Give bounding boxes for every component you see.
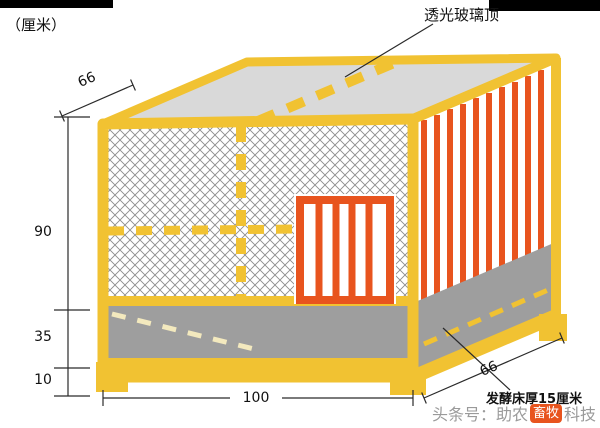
dimension-lines	[54, 79, 565, 406]
watermark-prefix: 头条号：助农	[431, 405, 528, 424]
dimension-front-width: 100	[230, 390, 282, 406]
watermark-suffix: 科技	[563, 405, 596, 424]
bed-leader-line	[442, 327, 511, 391]
front-bed-panel	[103, 303, 413, 360]
right-side-bars	[421, 70, 544, 301]
top-left-black-bar	[0, 0, 113, 8]
front-face	[97, 113, 419, 383]
dimension-leg-height: 10	[34, 372, 52, 388]
glass-top-label: 透光玻璃顶	[424, 6, 500, 24]
watermark: 头条号：助农 畜牧 科技	[432, 401, 596, 425]
bed-note-label: 发酵床厚15厘米	[486, 392, 583, 407]
dimension-cage-height: 90	[34, 224, 52, 240]
door	[294, 194, 396, 304]
right-side-face	[410, 53, 561, 384]
dimension-bed-panel-height: 35	[34, 329, 52, 345]
right-bed-panel	[413, 242, 556, 377]
top-right-black-bar	[489, 0, 600, 11]
watermark-logo: 畜牧	[529, 403, 562, 423]
leader-lines	[344, 23, 511, 391]
glass-leader-line	[344, 23, 434, 78]
unit-label: （厘米）	[6, 16, 67, 34]
